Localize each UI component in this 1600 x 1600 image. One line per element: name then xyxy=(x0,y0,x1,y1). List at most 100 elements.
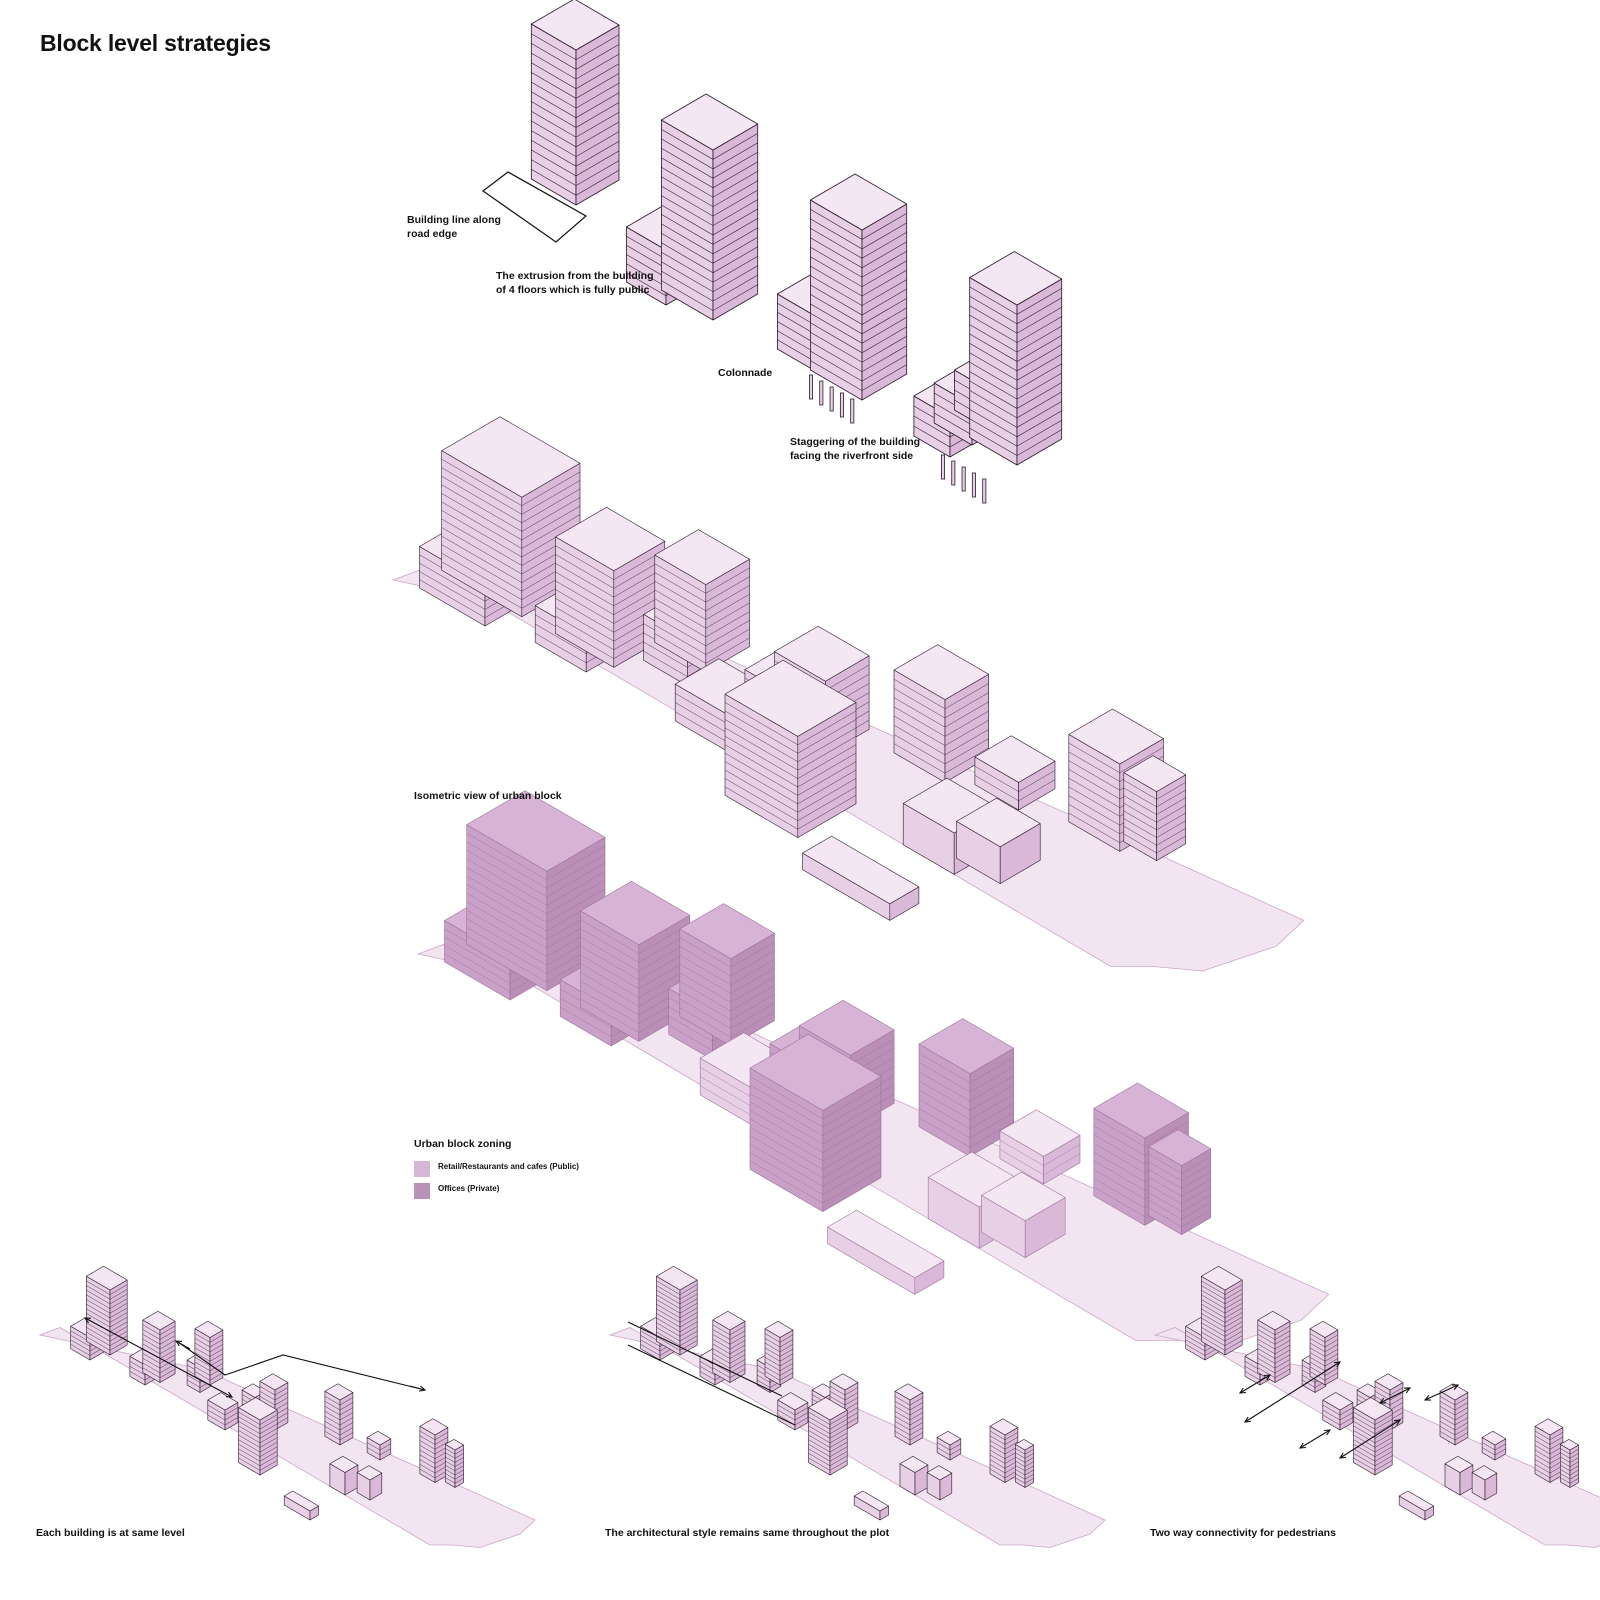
block-top-face xyxy=(969,251,1063,306)
floor-line xyxy=(969,380,1062,409)
floor-line xyxy=(1015,1456,1034,1463)
floor-line xyxy=(810,265,907,297)
floor-line xyxy=(1123,803,1186,823)
ground-plane xyxy=(38,1327,536,1548)
block-c-tower xyxy=(654,529,750,673)
floor-line xyxy=(1201,1331,1243,1346)
floor-line xyxy=(194,1352,224,1362)
floor-line xyxy=(656,1327,698,1342)
arrow-line xyxy=(175,1340,191,1350)
floor-line xyxy=(893,725,989,756)
block-top-face xyxy=(712,1311,746,1331)
floor-line xyxy=(1560,1477,1579,1484)
floor-line xyxy=(808,1421,848,1435)
arrow-line xyxy=(1424,1384,1459,1401)
colonnade-columns xyxy=(941,454,987,504)
block-j-low xyxy=(926,1465,953,1501)
floor-line xyxy=(777,1404,809,1416)
floor-line xyxy=(142,1358,176,1369)
block-h xyxy=(1439,1383,1469,1446)
block-top-face xyxy=(444,1439,464,1451)
arrow-head xyxy=(225,1391,234,1398)
floor-line xyxy=(1015,1477,1034,1484)
floor-line xyxy=(661,185,758,217)
floor-line xyxy=(810,294,907,325)
floor-line xyxy=(419,1430,449,1441)
floor-line xyxy=(445,1477,464,1484)
floor-line xyxy=(749,1126,882,1170)
floor-line xyxy=(969,390,1062,419)
floor-line xyxy=(324,1401,354,1411)
floor-line xyxy=(1201,1308,1243,1323)
block-b-tower xyxy=(1257,1311,1291,1383)
arrow-line xyxy=(1244,1361,1341,1423)
arrow-head xyxy=(83,1317,92,1324)
floor-line xyxy=(86,1331,128,1346)
floor-line xyxy=(555,580,665,615)
arrow-head xyxy=(1393,1419,1402,1426)
block-top-face xyxy=(1322,1392,1354,1411)
floor-line xyxy=(969,286,1062,315)
floor-line xyxy=(194,1333,224,1343)
floor-line xyxy=(989,1454,1019,1464)
floor-line xyxy=(749,1152,882,1195)
floor-line xyxy=(1534,1468,1564,1479)
floor-line xyxy=(894,1406,924,1416)
block-top-face xyxy=(893,644,990,700)
block-top-face xyxy=(808,1397,848,1421)
floor-line xyxy=(86,1303,128,1319)
floor-line xyxy=(969,418,1062,447)
block-k-shed xyxy=(999,1109,1081,1185)
path-arrow xyxy=(1338,1419,1402,1459)
floor-line xyxy=(238,1448,278,1462)
floor-line xyxy=(893,743,989,774)
floor-line xyxy=(679,946,775,977)
block-j-low xyxy=(1471,1465,1498,1501)
floor-line xyxy=(656,1303,698,1319)
floor-line xyxy=(661,166,758,198)
block-right-face xyxy=(1024,1444,1034,1488)
caption-isometric-view: Isometric view of urban block xyxy=(414,790,562,802)
arrow-line xyxy=(1299,1429,1331,1449)
floor-line xyxy=(656,1317,698,1333)
legend-label-public: Retail/Restaurants and cafes (Public) xyxy=(438,1162,579,1171)
block-l-tower xyxy=(989,1418,1019,1483)
block-top-face xyxy=(1481,1431,1507,1446)
floor-line xyxy=(661,242,758,274)
block-top-face xyxy=(679,903,775,959)
floor-line xyxy=(1148,1200,1211,1220)
floor-line xyxy=(1257,1348,1291,1359)
floor-line xyxy=(829,1396,859,1406)
floor-line xyxy=(531,81,620,109)
floor-line xyxy=(419,1454,449,1464)
floor-line xyxy=(466,867,606,915)
floor-line xyxy=(555,545,665,580)
floor-line xyxy=(654,598,750,629)
column xyxy=(982,478,987,504)
block-top-face xyxy=(829,1373,859,1391)
floor-line xyxy=(86,1336,128,1351)
floor-line xyxy=(724,719,857,762)
block-top-face xyxy=(555,506,666,572)
arrow-head xyxy=(1333,1361,1342,1368)
floor-line xyxy=(531,62,620,90)
block-top-face xyxy=(580,880,691,946)
floor-line xyxy=(808,1444,848,1457)
floor-line xyxy=(808,1448,848,1462)
floor-line xyxy=(1560,1473,1579,1480)
floor-line xyxy=(1353,1430,1393,1444)
floor-line xyxy=(810,341,907,373)
legend-swatch-public xyxy=(414,1161,430,1177)
block-k-shed xyxy=(366,1431,392,1461)
block-a-tower xyxy=(1201,1266,1243,1356)
block-top-face xyxy=(749,1033,882,1111)
floor-line xyxy=(555,554,665,589)
floor-line xyxy=(86,1280,128,1295)
floor-line xyxy=(419,1464,449,1474)
floor-line xyxy=(1015,1460,1034,1467)
block-top-face xyxy=(981,1171,1066,1222)
block-top-face xyxy=(356,1465,383,1481)
floor-line xyxy=(724,736,857,779)
floor-line xyxy=(86,1327,128,1342)
floor-line xyxy=(207,1414,239,1426)
